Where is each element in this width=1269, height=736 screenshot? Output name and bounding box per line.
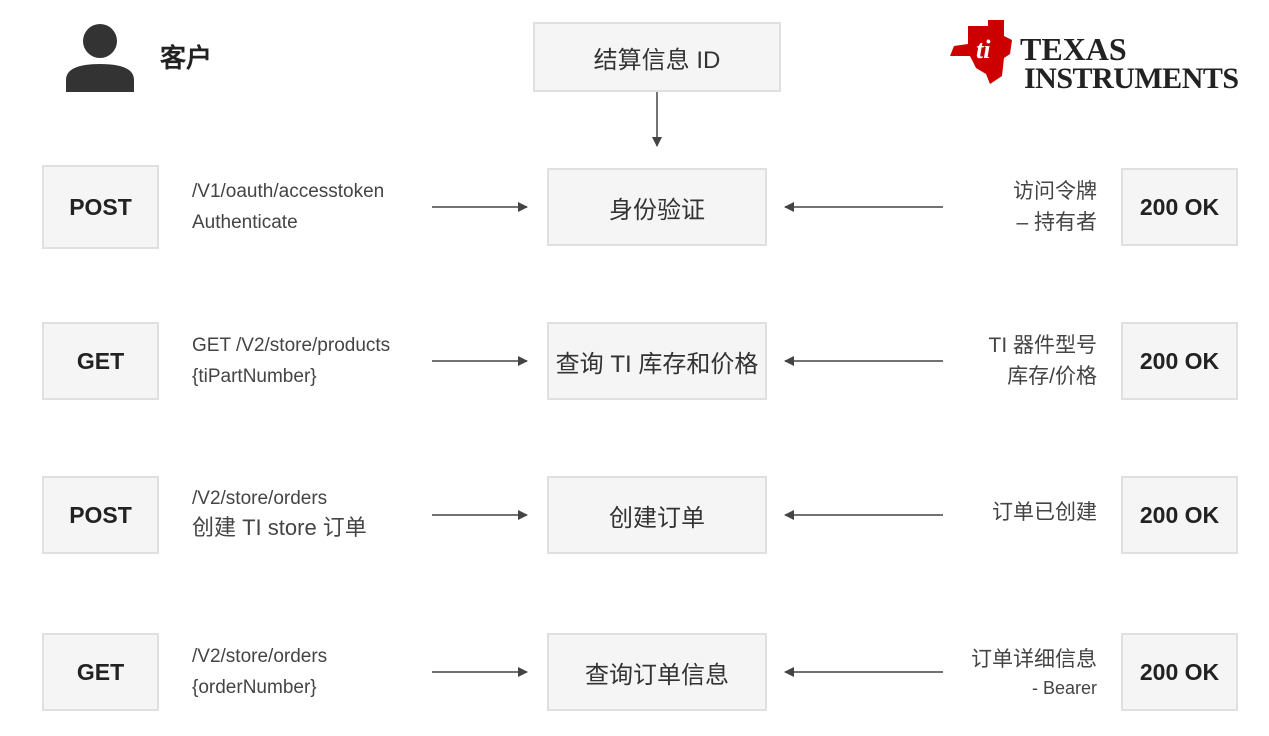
method-box-post: POST [42,476,159,554]
method-label: POST [69,193,132,220]
request-detail: Authenticate [192,212,298,233]
request-endpoint: /V2/store/orders [192,646,328,667]
response-line2: 库存/价格 [1007,365,1097,388]
step-label: 查询 TI 库存和价格 [555,350,759,378]
step-label: 创建订单 [609,504,705,532]
logo-text-line1: TEXAS [1020,31,1127,67]
status-box: 200 OK [1121,633,1238,711]
response-description: 订单已创建 [992,497,1097,528]
checkout-info-label: 结算信息 ID [593,46,721,74]
status-box: 200 OK [1121,168,1238,246]
status-label: 200 OK [1139,501,1220,528]
method-label: POST [69,501,132,528]
request-endpoint: GET /V2/store/products [192,335,391,356]
customer-icon [64,22,136,94]
customer-label: 客户 [160,43,213,73]
response-description: TI 器件型号 库存/价格 [989,330,1098,392]
response-line1: TI 器件型号 [988,334,1098,357]
response-line1: 订单已创建 [992,501,1097,524]
method-label: GET [76,658,125,685]
step-box-authenticate: 身份验证 [547,168,767,246]
method-box-post: POST [42,165,159,249]
status-label: 200 OK [1139,658,1220,685]
request-description: /V2/store/orders {orderNumber} [192,641,327,703]
method-box-get: GET [42,633,159,711]
ti-logo-mark: ti [950,20,1012,84]
response-line2: - Bearer [1031,678,1097,698]
request-description: /V2/store/orders 创建 TI store 订单 [192,484,367,542]
step-label: 查询订单信息 [585,661,729,689]
svg-text:ti: ti [976,35,991,64]
response-description: 访问令牌 – 持有者 [1013,176,1097,238]
request-description: /V1/oauth/accesstoken Authenticate [192,176,384,238]
request-endpoint: /V2/store/orders [192,488,328,509]
request-detail: {orderNumber} [192,677,317,698]
status-label: 200 OK [1139,347,1220,374]
step-box-query-order: 查询订单信息 [547,633,767,711]
request-endpoint: /V1/oauth/accesstoken [192,181,385,202]
request-detail: 创建 TI store 订单 [192,515,367,540]
method-box-get: GET [42,322,159,400]
step-box-create-order: 创建订单 [547,476,767,554]
texas-instruments-logo: ti TEXAS INSTRUMENTS [946,18,1246,98]
status-box: 200 OK [1121,476,1238,554]
response-line2: – 持有者 [1016,211,1097,234]
response-line1: 订单详细信息 [971,648,1097,671]
step-label: 身份验证 [609,196,705,224]
checkout-info-box: 结算信息 ID [533,22,781,92]
status-label: 200 OK [1139,193,1220,220]
status-box: 200 OK [1121,322,1238,400]
method-label: GET [76,347,125,374]
response-line1: 访问令牌 [1013,180,1097,203]
request-detail: {tiPartNumber} [192,366,317,387]
logo-text-line2: INSTRUMENTS [1024,62,1239,95]
request-description: GET /V2/store/products {tiPartNumber} [192,330,390,392]
response-description: 订单详细信息 - Bearer [971,645,1097,703]
step-box-query-inventory: 查询 TI 库存和价格 [547,322,767,400]
